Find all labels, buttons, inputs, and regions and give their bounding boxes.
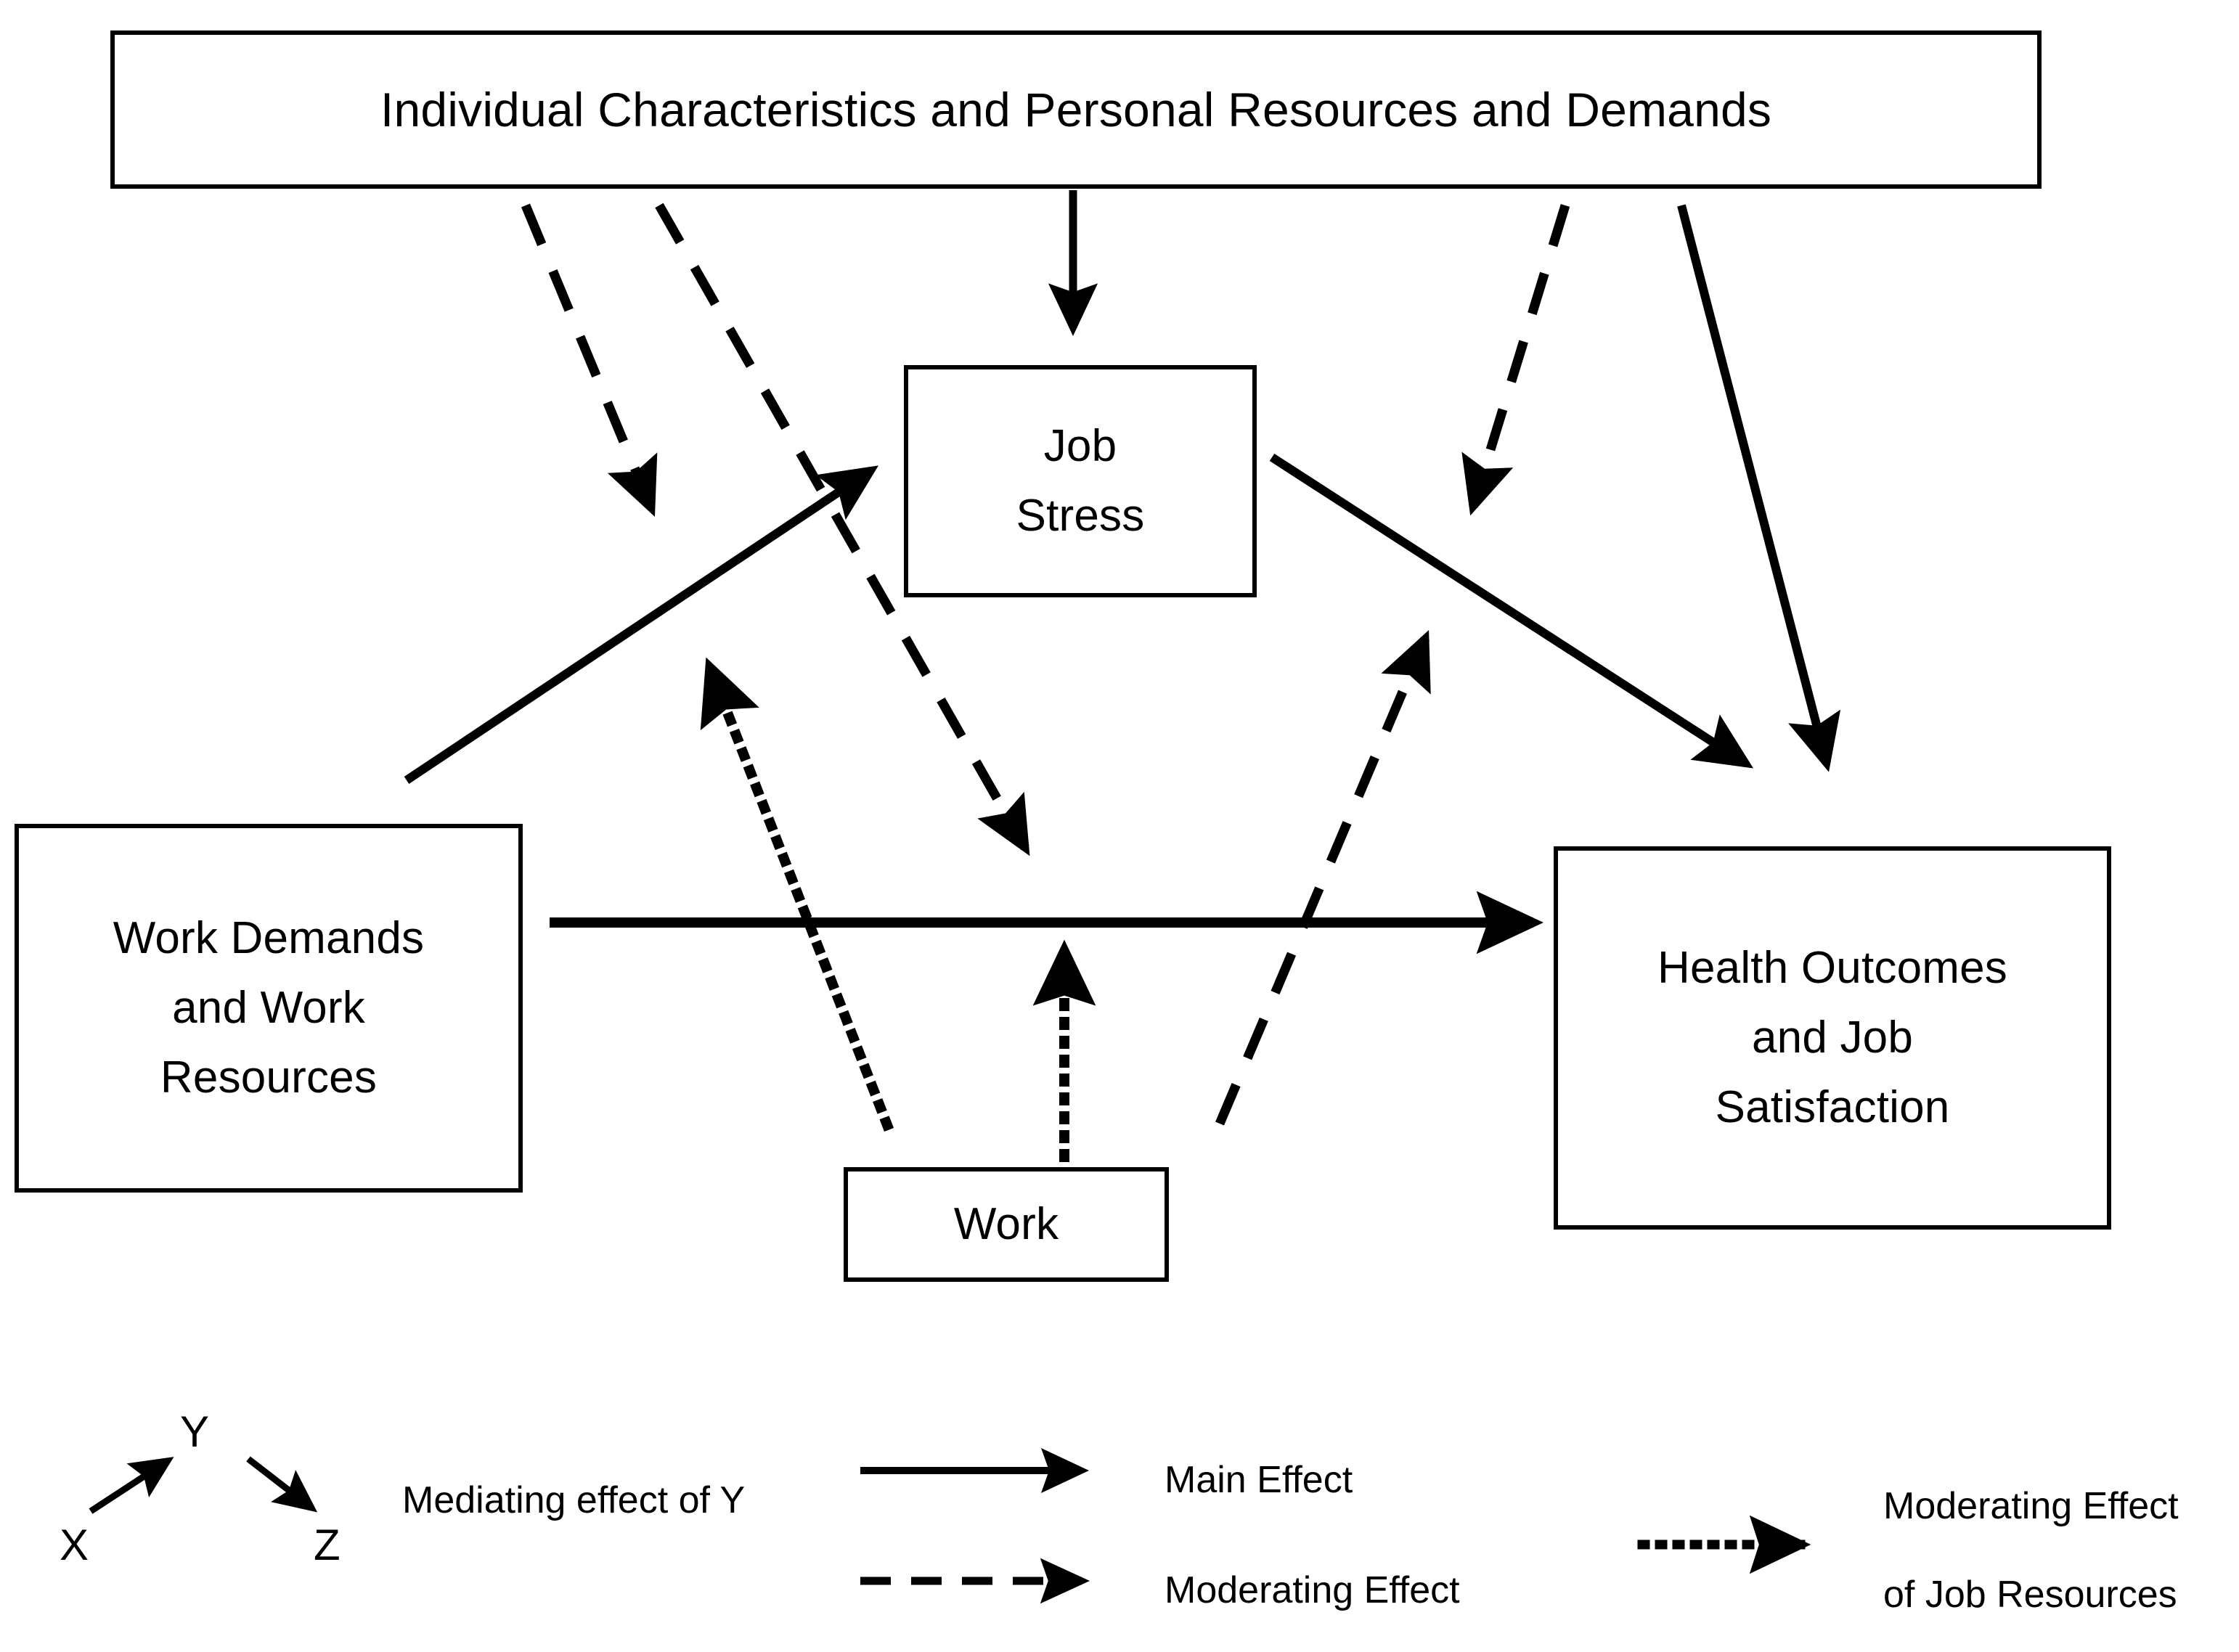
node-label-line: Stress — [1016, 491, 1145, 541]
node-label-line: Job — [1043, 420, 1117, 471]
arrow-workdemands-to-jobstress — [404, 465, 878, 784]
node-work-demands-resources[interactable]: Work Demands and Work Resources — [15, 824, 523, 1193]
arrow-jobstress-to-health — [1269, 453, 1754, 769]
legend-moderating-jobresources-caption-line1: Moderating Effect — [1883, 1485, 2179, 1527]
node-label-line: Resources — [160, 1052, 378, 1103]
node-label-line: and Work — [172, 982, 365, 1033]
arrow-work-moderating-upright — [1215, 630, 1431, 1126]
node-health-outcomes-job-satisfaction[interactable]: Health Outcomes and Job Satisfaction — [1554, 846, 2111, 1230]
node-label-line: Satisfaction — [1715, 1082, 1950, 1133]
node-label: Individual Characteristics and Personal … — [380, 82, 1772, 136]
node-individual-characteristics[interactable]: Individual Characteristics and Personal … — [110, 30, 2042, 189]
legend-mediating-y-label: Y — [180, 1407, 210, 1456]
legend-main-effect-caption: Main Effect — [1165, 1459, 1353, 1501]
legend-mediating-z-label: Z — [314, 1521, 340, 1569]
legend-mediating-x-label: X — [60, 1521, 89, 1569]
arrow-moderating-jobresources-diagonal — [700, 657, 894, 1132]
legend-mediating-arrow-xy — [89, 1457, 174, 1514]
arrow-individual-moderating-center — [655, 203, 1030, 856]
legend-moderating-jobresources-caption-line2: of Job Resources — [1883, 1574, 2177, 1616]
arrow-individual-moderating-left — [521, 203, 658, 518]
arrow-individual-moderating-right — [1461, 204, 1570, 516]
arrow-individual-to-health — [1677, 204, 1841, 772]
node-job-stress[interactable]: Job Stress — [904, 365, 1257, 597]
node-label-line: and Job — [1751, 1012, 1914, 1063]
legend-moderating-effect-caption: Moderating Effect — [1165, 1569, 1460, 1611]
node-work[interactable]: Work — [844, 1167, 1169, 1282]
node-label-line: Health Outcomes — [1657, 942, 2007, 993]
node-label-line: Work — [953, 1198, 1059, 1249]
node-label-line: Work Demands — [113, 912, 425, 963]
legend-mediating-arrow-yz — [246, 1456, 318, 1513]
legend-mediating-caption: Mediating effect of Y — [402, 1479, 746, 1521]
